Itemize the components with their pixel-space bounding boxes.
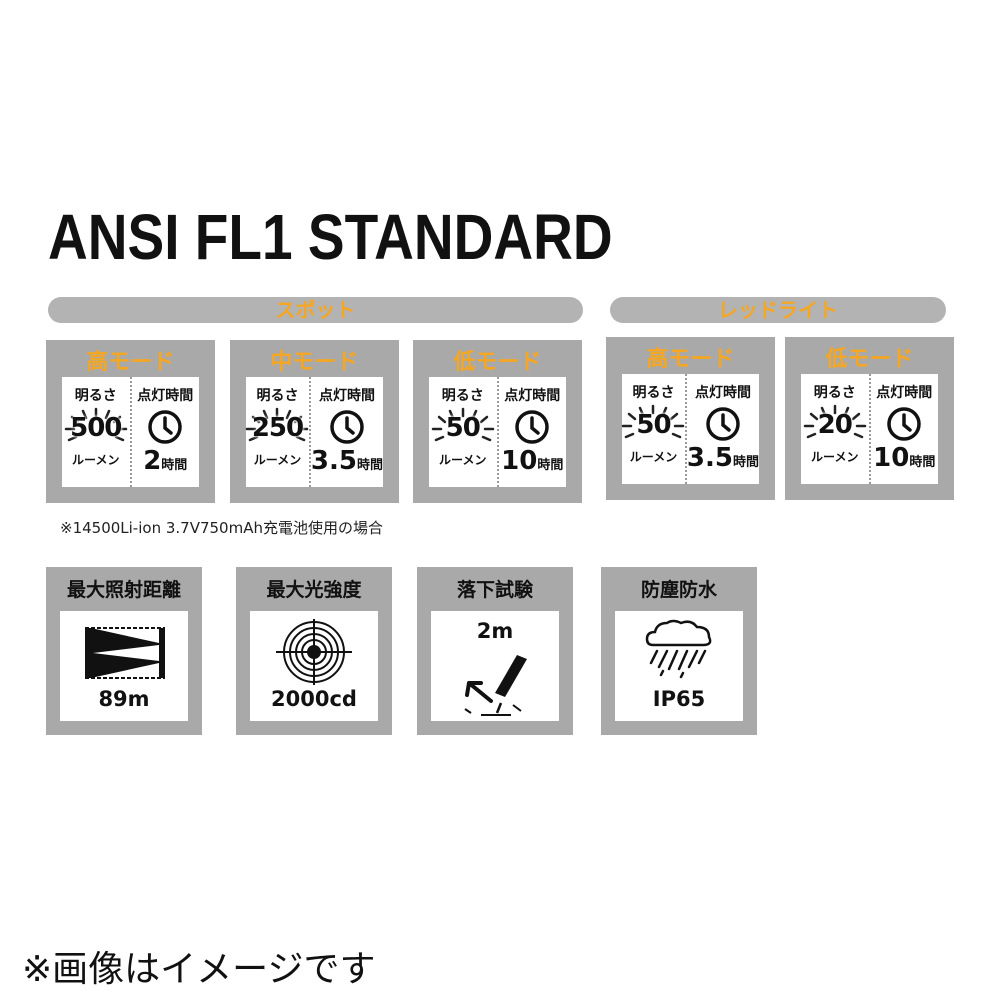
mode-title: 中モード — [270, 350, 359, 375]
feature-value: 2m — [476, 619, 514, 643]
drop-icon — [464, 655, 527, 716]
lumen-value: 50 — [445, 413, 481, 443]
runtime-label: 点灯時間 — [137, 388, 194, 404]
feature-max-intensity: 最大光強度 2000cd — [236, 567, 392, 735]
hour-unit: 時間 — [356, 458, 383, 473]
image-disclaimer: ※画像はイメージです — [22, 949, 376, 990]
runtime-value: 2 — [143, 446, 162, 476]
brightness-label: 明るさ — [441, 388, 484, 404]
burst-icon — [803, 404, 866, 439]
clock-icon — [330, 410, 364, 444]
burst-icon — [622, 404, 685, 439]
hour-unit: 時間 — [909, 455, 936, 470]
mode-title: 低モード — [453, 350, 542, 375]
runtime-value: 3.5 — [310, 446, 357, 476]
lumen-unit: ルーメン — [71, 453, 120, 467]
page-title: ANSI FL1 STANDARD — [48, 201, 613, 273]
burst-icon — [64, 407, 127, 442]
red-group-label: レッドライト — [610, 297, 946, 323]
feature-title: 最大光強度 — [266, 579, 362, 601]
feature-drop-test: 落下試験 2m — [417, 567, 573, 735]
red-mode-low-card: 低モード 明るさ 20 ルーメン 点灯時間 — [785, 337, 954, 500]
clock-icon — [887, 407, 921, 441]
feature-title: 防塵防水 — [640, 579, 717, 601]
lumen-unit: ルーメン — [253, 453, 302, 467]
brightness-label: 明るさ — [256, 388, 299, 404]
burst-icon — [246, 407, 309, 442]
feature-value: 2000cd — [271, 687, 357, 711]
spot-mode-high-card: 高モード 明るさ 500 ルーメン 点灯時間 — [46, 340, 215, 503]
feature-title: 落下試験 — [456, 579, 533, 601]
mode-title: 高モード — [646, 347, 735, 372]
clock-icon — [706, 407, 740, 441]
runtime-value: 10 — [501, 446, 538, 476]
feature-dust-water: 防塵防水 IP65 — [601, 567, 757, 735]
red-mode-high-card: 高モード 明るさ 50 ルーメン 点灯時間 — [606, 337, 775, 500]
runtime-label: 点灯時間 — [504, 388, 561, 404]
lumen-unit: ルーメン — [629, 450, 678, 464]
spot-mode-mid-card: 中モード 明るさ 250 ルーメン 点灯時間 — [230, 340, 399, 503]
runtime-value: 3.5 — [686, 443, 733, 473]
runtime-value: 10 — [873, 443, 910, 473]
brightness-label: 明るさ — [74, 388, 117, 404]
lumen-unit: ルーメン — [438, 453, 487, 467]
brightness-label: 明るさ — [813, 385, 856, 401]
spot-group-label: スポット — [48, 297, 583, 323]
feature-value: 89m — [98, 687, 150, 711]
lumen-value: 20 — [817, 410, 853, 440]
brightness-label: 明るさ — [632, 385, 675, 401]
feature-beam-distance: 最大照射距離 89m — [46, 567, 202, 735]
clock-icon — [148, 410, 182, 444]
lumen-value: 50 — [636, 410, 671, 440]
mode-title: 低モード — [825, 347, 914, 372]
beam-icon — [85, 627, 165, 679]
burst-icon — [431, 407, 494, 442]
target-icon — [276, 619, 352, 685]
runtime-label: 点灯時間 — [694, 385, 751, 401]
clock-icon — [515, 410, 549, 444]
battery-note: ※14500Li-ion 3.7V750mAh充電池使用の場合 — [60, 519, 383, 537]
runtime-label: 点灯時間 — [876, 385, 933, 401]
spot-mode-low-card: 低モード 明るさ 50 ルーメン 点灯時間 — [413, 340, 582, 503]
mode-title: 高モード — [86, 350, 175, 375]
lumen-unit: ルーメン — [810, 450, 859, 464]
lumen-value: 250 — [251, 413, 304, 443]
feature-value: IP65 — [652, 687, 706, 711]
feature-title: 最大照射距離 — [66, 579, 181, 601]
lumen-value: 500 — [70, 413, 122, 443]
hour-unit: 時間 — [161, 458, 188, 473]
hour-unit: 時間 — [732, 455, 759, 470]
runtime-label: 点灯時間 — [318, 388, 375, 404]
rain-cloud-icon — [645, 619, 712, 679]
hour-unit: 時間 — [537, 458, 564, 473]
